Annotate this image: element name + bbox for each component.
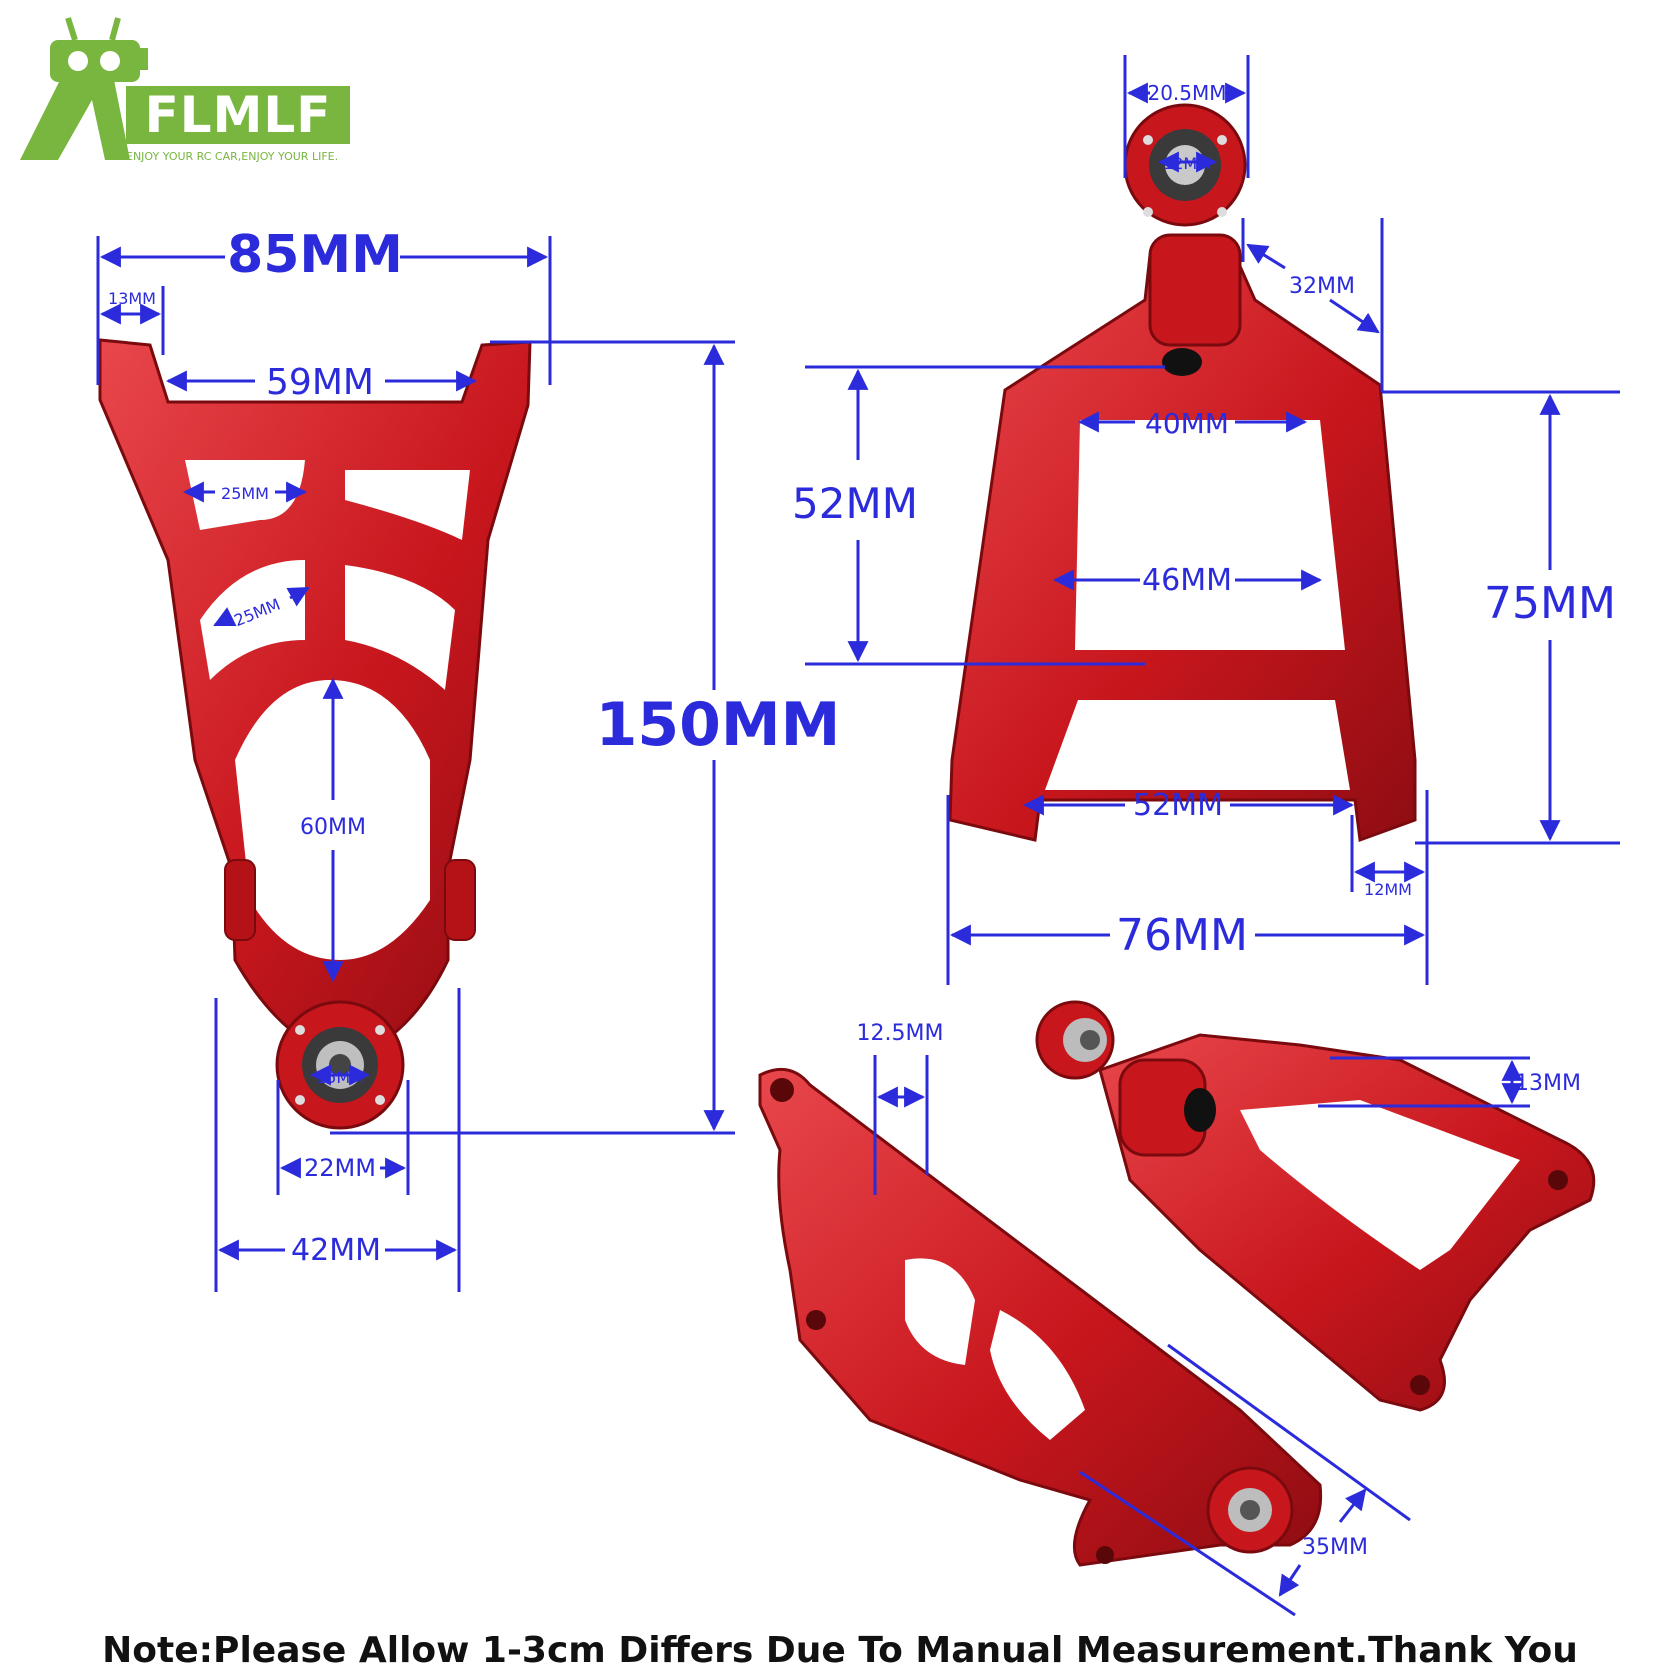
dim-lower-opening: 60MM — [300, 815, 366, 840]
dim-lower-hub-inner: 22MM — [304, 1154, 376, 1182]
dim-upper-inner-span: 52MM — [1133, 788, 1223, 823]
side-view-lower-arm-part — [758, 1067, 1323, 1567]
dim-lower-inner-width: 59MM — [266, 362, 374, 403]
side-view-upper-arm-part — [1035, 1000, 1596, 1412]
side-view-dimension-labels: 12.5MM 13MM 35MM — [857, 1021, 1581, 1560]
lower-arm-part — [98, 338, 532, 1130]
lower-arm-dimension-labels: 85MM 13MM 59MM 25MM 25MM 60MM 150MM 15MM… — [108, 225, 840, 1268]
dim-upper-window-top: 40MM — [1145, 407, 1229, 440]
dim-side-hub-width: 35MM — [1302, 1535, 1368, 1560]
dim-side-flange: 12.5MM — [857, 1021, 944, 1046]
dim-upper-window-bottom: 46MM — [1142, 563, 1232, 598]
dim-upper-window-height: 52MM — [792, 479, 918, 528]
side-view-dimension-lines — [873, 1055, 1530, 1617]
dim-upper-neck: 32MM — [1289, 274, 1355, 299]
dim-lower-length: 150MM — [596, 690, 841, 760]
robot-logo-icon — [20, 17, 148, 160]
upper-arm-dimension-labels: 20.5MM 12MM 32MM 40MM 52MM 46MM 75MM 52M… — [792, 81, 1616, 961]
dim-upper-ball-mount: 20.5MM — [1147, 81, 1226, 105]
dim-lower-bearing-bore: 15MM — [316, 1068, 364, 1087]
measurement-note: Note:Please Allow 1-3cm Differs Due To M… — [102, 1630, 1578, 1671]
dim-lower-mount-width: 13MM — [108, 289, 156, 308]
dim-lower-hub-outer: 42MM — [291, 1233, 381, 1268]
upper-arm-part — [948, 103, 1417, 843]
dim-upper-foot-width: 12MM — [1364, 880, 1412, 899]
dim-upper-overall-height: 75MM — [1484, 578, 1616, 629]
upper-arm-dimension-lines — [805, 55, 1620, 985]
dim-lower-slot-top: 25MM — [221, 484, 269, 503]
brand-logo-text: FLMLF — [126, 86, 350, 144]
dim-upper-ball-bore: 12MM — [1163, 154, 1211, 173]
dim-side-boss-height: 13MM — [1515, 1071, 1581, 1096]
brand-tagline: ENJOY YOUR RC CAR,ENJOY YOUR LIFE. — [126, 150, 339, 163]
lower-arm-dimension-lines — [96, 236, 735, 1292]
dim-upper-overall-width: 76MM — [1116, 910, 1248, 961]
dim-lower-overall-width: 85MM — [227, 225, 403, 285]
